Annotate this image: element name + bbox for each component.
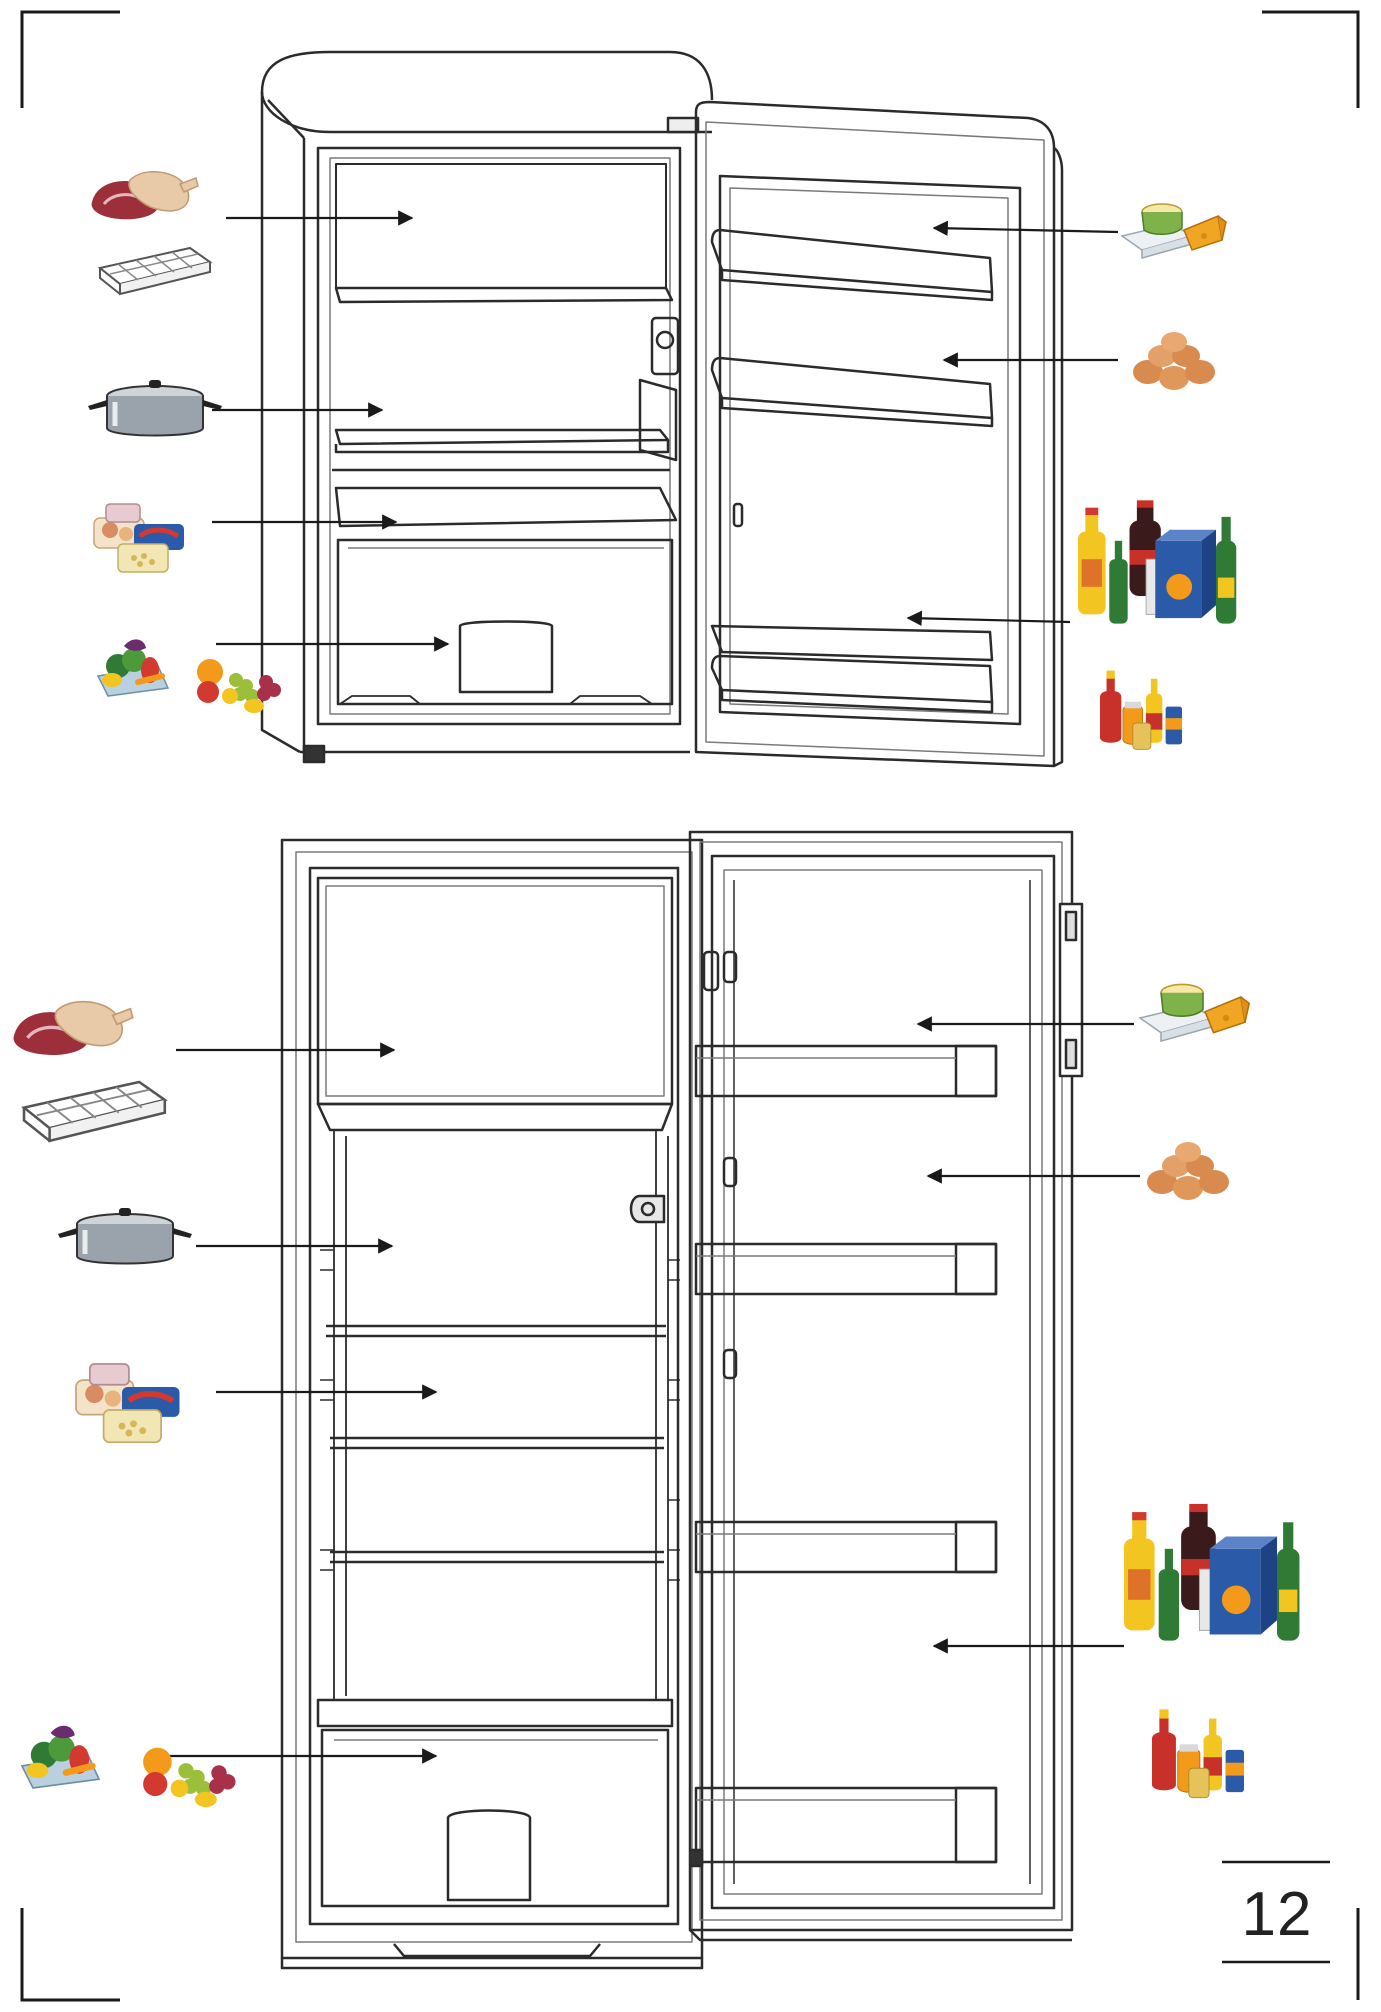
arrow-door-top-shelf <box>932 220 1119 236</box>
arrows <box>160 210 1140 1764</box>
bottles-icon <box>1123 1503 1300 1642</box>
meat-icon <box>90 170 200 221</box>
jars-icon <box>1151 1708 1245 1799</box>
ice-tray-icon <box>99 247 211 295</box>
page-number-rules <box>1222 1860 1330 1964</box>
corner-marks <box>20 10 1360 2002</box>
tall-fridge-drawing <box>280 830 1084 1970</box>
eggs-icon <box>1133 332 1215 390</box>
butter-cheese-icon <box>1139 983 1250 1042</box>
ice-tray-icon <box>22 1080 167 1143</box>
fruit-icon <box>197 659 281 713</box>
butter-cheese-icon <box>1121 203 1227 259</box>
packaged-food-icon <box>76 1364 180 1442</box>
bottles-icon <box>1077 499 1237 625</box>
vegetables-icon <box>98 639 168 696</box>
pot-icon <box>58 1208 192 1264</box>
meat-icon <box>11 1000 135 1057</box>
retro-fridge-drawing <box>260 50 1064 768</box>
jars-icon <box>1099 670 1183 750</box>
vegetables-icon <box>22 1726 99 1788</box>
page-number: 12 <box>1241 1880 1313 1949</box>
pot-icon <box>88 380 222 436</box>
eggs-icon <box>1147 1142 1229 1200</box>
packaged-food-icon <box>94 504 184 572</box>
arrow-door-bottom-shelf <box>906 610 1071 627</box>
